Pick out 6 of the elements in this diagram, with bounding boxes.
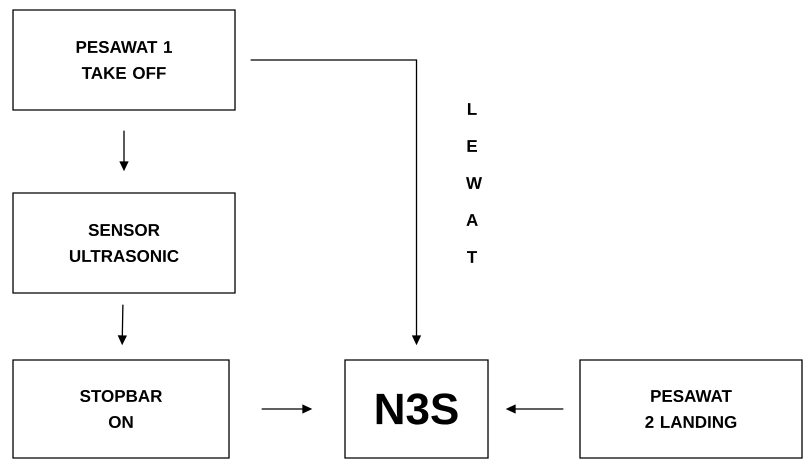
edge-label: L E W A T (466, 103, 482, 263)
process-box: PESAWAT 2 LANDING (579, 359, 803, 459)
process-box: N3S (344, 359, 489, 459)
process-box: STOPBAR ON (12, 359, 230, 459)
process-box: PESAWAT 1 TAKE OFF (12, 9, 236, 111)
process-box: SENSOR ULTRASONIC (12, 192, 236, 294)
